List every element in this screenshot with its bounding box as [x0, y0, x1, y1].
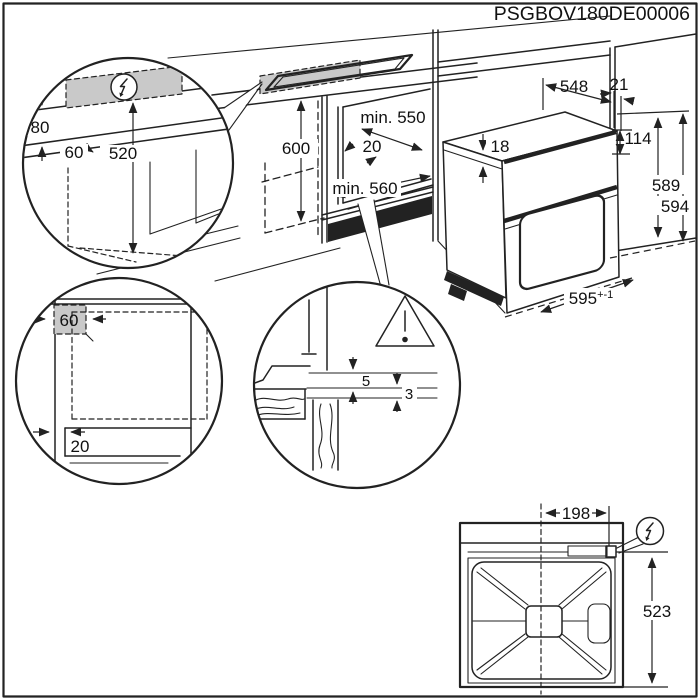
dim-top-inset: 18	[491, 137, 510, 156]
wood-grain	[318, 403, 323, 469]
oven-top-trim	[503, 129, 617, 165]
dim-connection-offset: 198	[562, 504, 590, 523]
dim-space-height: 80	[31, 118, 50, 137]
dim-plinth-recess: 20	[71, 437, 90, 456]
wood-grain	[257, 412, 301, 416]
cutout-outer-rim	[264, 53, 414, 92]
dim-cable-drop: 520	[109, 144, 137, 163]
detail-circle	[21, 56, 235, 270]
dim-height-total: 594	[661, 197, 689, 216]
plinth-strip	[328, 196, 432, 242]
dim-oven-width: 595+-1	[569, 289, 614, 308]
oven	[442, 111, 620, 314]
control-panel-bottom	[503, 184, 618, 224]
detail-front-gaps: 5 3	[252, 280, 462, 490]
dim-height-body: 589	[652, 176, 680, 195]
dim-niche-rear-gap: 20	[363, 137, 382, 156]
detail-circle	[252, 280, 462, 490]
wood-grain	[255, 397, 305, 401]
terminal-strip	[567, 545, 608, 557]
dim-niche-depth: min. 550	[360, 108, 425, 127]
dim-door-gap: 21	[610, 75, 629, 94]
dim-niche-width: min. 560	[332, 179, 397, 198]
dim-niche-height: 600	[282, 139, 310, 158]
lightning-bolt-icon	[110, 73, 138, 101]
dim-oven-depth: 548	[560, 77, 588, 96]
dim-space-offset: 60	[65, 143, 84, 162]
oven-foot	[448, 284, 467, 301]
warning-triangle-icon	[375, 295, 435, 347]
cooktop-cutout	[259, 53, 414, 95]
wood-grain	[255, 406, 295, 410]
oven-base	[444, 271, 504, 306]
detail-connection-space: 80 60 520	[21, 56, 235, 270]
lightning-bolt-icon	[635, 516, 665, 546]
dim-gap-top: 5	[362, 373, 370, 390]
dim-side-clearance: 60	[60, 311, 79, 330]
dim-gap-bottom: 3	[405, 386, 413, 403]
dim-rear-height: 523	[643, 602, 671, 621]
cutout-inner-rim	[273, 57, 405, 88]
rear-emboss-ribs	[472, 567, 611, 675]
corner-post-shading	[54, 305, 86, 334]
wood-grain	[329, 403, 335, 469]
main-dimensions: 600 min. 550 20 min. 560 548 21	[275, 75, 696, 318]
rear-view: 198 523	[458, 503, 676, 695]
main-view: 600 min. 550 20 min. 560 548 21	[91, 15, 697, 318]
cabinet-niche	[261, 29, 439, 244]
detail-corner-plan: 60 20	[14, 276, 224, 486]
document-code: PSGBOV180DE00006	[494, 3, 690, 25]
dim-panel-height: 114	[624, 129, 651, 148]
